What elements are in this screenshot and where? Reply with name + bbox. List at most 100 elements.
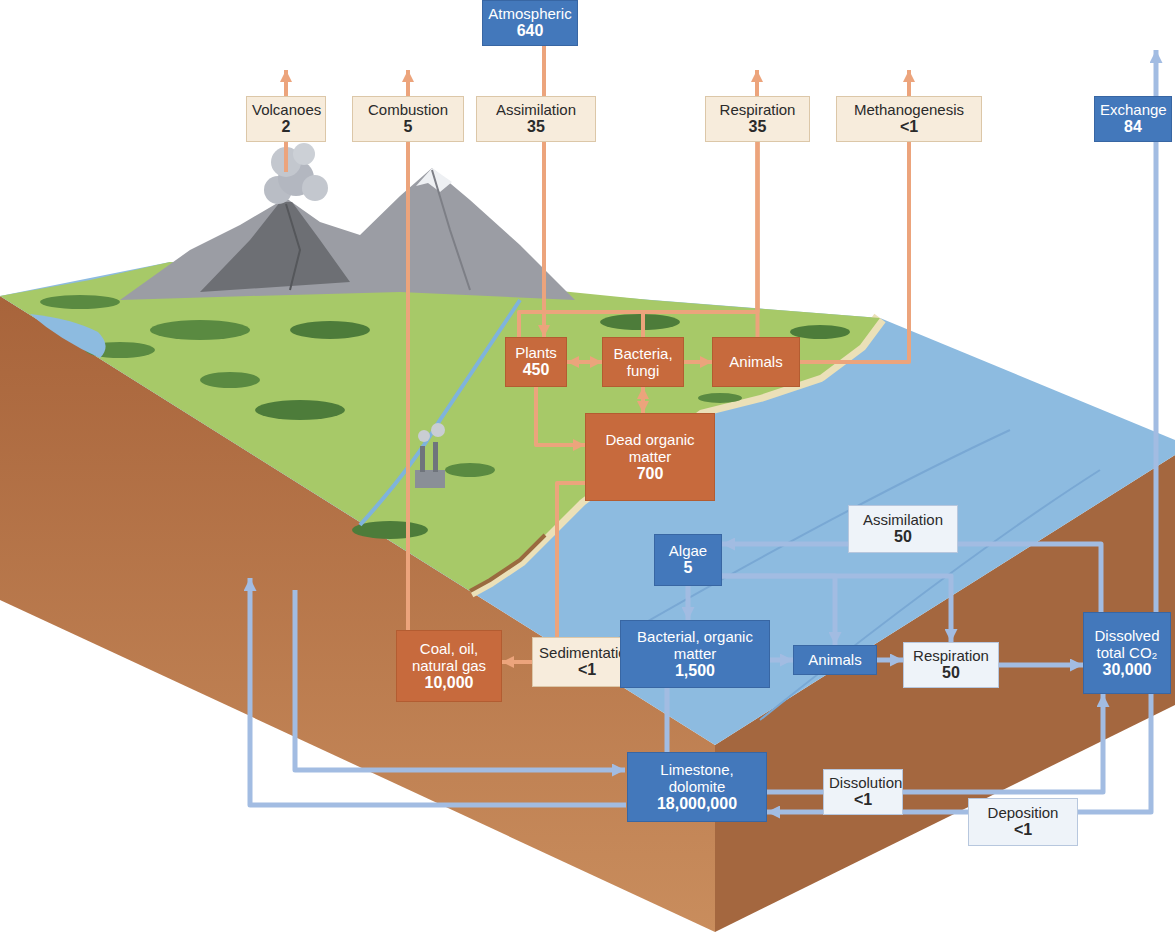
pool-box: Animals bbox=[793, 645, 877, 675]
forest bbox=[200, 372, 260, 388]
flux-box: Respiration50 bbox=[903, 642, 999, 688]
flux-connector bbox=[999, 663, 1083, 668]
pool-box: Atmospheric640 bbox=[482, 0, 578, 46]
smokestack bbox=[420, 446, 425, 472]
pool-box: Bacteria, fungi bbox=[602, 337, 684, 387]
lake bbox=[30, 314, 106, 358]
carbon-amount: 700 bbox=[591, 465, 709, 483]
river bbox=[360, 300, 520, 525]
carbon-amount: <1 bbox=[842, 118, 976, 136]
ocean-surface bbox=[0, 262, 1175, 745]
pool-name: Animals bbox=[718, 353, 794, 370]
flux-arrow-stub bbox=[907, 70, 911, 96]
carbon-amount: <1 bbox=[829, 791, 897, 809]
carbon-amount: <1 bbox=[974, 821, 1072, 839]
pool-box: Coal, oil, natural gas10,000 bbox=[396, 630, 502, 702]
pool-name: Respiration bbox=[909, 647, 993, 664]
carbon-amount: 640 bbox=[488, 22, 572, 40]
ridge bbox=[286, 204, 300, 290]
flux-connector bbox=[767, 789, 823, 794]
pool-name: Assimilation bbox=[482, 101, 590, 118]
flux-box: Assimilation50 bbox=[848, 505, 958, 553]
smokestack bbox=[433, 442, 438, 472]
pool-name: Bacterial, organic matter bbox=[626, 628, 764, 663]
flux-box: Respiration35 bbox=[705, 96, 810, 142]
flux-connector bbox=[502, 660, 532, 664]
mountains bbox=[120, 168, 575, 300]
flux-arrow-stub bbox=[406, 70, 410, 96]
flux-connector bbox=[686, 586, 691, 620]
carbon-amount: 30,000 bbox=[1089, 661, 1165, 679]
pool-name: Plants bbox=[511, 344, 561, 361]
pool-name: Respiration bbox=[711, 101, 804, 118]
carbon-amount: 50 bbox=[854, 528, 952, 546]
pool-box: Animals bbox=[712, 337, 800, 387]
pool-name: Coal, oil, natural gas bbox=[402, 640, 496, 675]
pool-name: Assimilation bbox=[854, 511, 952, 528]
carbon-amount: 84 bbox=[1100, 118, 1166, 136]
pool-name: Combustion bbox=[358, 101, 458, 118]
flux-connector bbox=[770, 658, 793, 663]
flux-connector bbox=[519, 142, 758, 337]
flux-connector bbox=[643, 142, 758, 337]
volcano-outflow-line bbox=[284, 141, 288, 172]
flux-connector bbox=[722, 542, 848, 547]
pool-box: Bacterial, organic matter1,500 bbox=[620, 620, 770, 688]
forest bbox=[40, 295, 120, 309]
carbon-amount: 35 bbox=[482, 118, 590, 136]
pool-name: Atmospheric bbox=[488, 5, 572, 22]
flux-box: Dissolution<1 bbox=[823, 769, 903, 815]
pool-box: Plants450 bbox=[505, 337, 567, 387]
cliff bbox=[470, 535, 545, 591]
flux-connector bbox=[903, 694, 1103, 792]
factory bbox=[415, 470, 445, 488]
forest bbox=[150, 320, 250, 340]
pool-name: Limestone, dolomite bbox=[633, 761, 761, 796]
flux-connector bbox=[684, 360, 712, 364]
forest bbox=[255, 400, 345, 420]
flux-connector bbox=[877, 658, 903, 663]
flux-box: Assimilation35 bbox=[476, 96, 596, 142]
flux-box: Combustion5 bbox=[352, 96, 464, 142]
pool-box: Limestone, dolomite18,000,000 bbox=[627, 752, 767, 822]
volcano bbox=[200, 202, 350, 292]
carbon-amount: 10,000 bbox=[402, 674, 496, 692]
forest bbox=[445, 463, 495, 477]
flux-connector bbox=[665, 688, 670, 752]
flux-arrow-stub bbox=[1154, 50, 1159, 96]
carbon-amount: 1,500 bbox=[626, 662, 764, 680]
flux-arrow-stub bbox=[755, 70, 759, 96]
pool-name: Deposition bbox=[974, 804, 1072, 821]
carbon-amount: 50 bbox=[909, 664, 993, 682]
pool-name: Dissolution bbox=[829, 774, 897, 791]
flux-connector bbox=[641, 387, 645, 413]
carbon-amount: 5 bbox=[358, 118, 458, 136]
pool-name: Dissolved total CO₂ bbox=[1089, 627, 1165, 662]
forest bbox=[600, 314, 680, 330]
flux-connector bbox=[567, 360, 602, 364]
shelf-line bbox=[760, 470, 1100, 720]
flux-connector bbox=[800, 142, 909, 362]
smoke bbox=[431, 423, 445, 437]
flux-connector bbox=[756, 142, 760, 337]
carbon-amount: 450 bbox=[511, 361, 561, 379]
pool-name: Bacteria, fungi bbox=[608, 345, 678, 380]
carbon-amount: 35 bbox=[711, 118, 804, 136]
flux-connector bbox=[536, 387, 585, 445]
flux-arrow-stub bbox=[284, 70, 288, 96]
pool-name: Volcanoes bbox=[252, 101, 320, 118]
pool-name: Animals bbox=[799, 651, 871, 668]
uplift-arrow bbox=[250, 578, 626, 805]
flux-connector bbox=[542, 46, 546, 96]
pool-box: Algae5 bbox=[654, 534, 722, 586]
ridge bbox=[432, 170, 470, 290]
carbon-amount: 2 bbox=[252, 118, 320, 136]
flux-connector bbox=[557, 483, 585, 637]
smoke bbox=[418, 430, 430, 442]
carbon-amount: 5 bbox=[660, 559, 716, 577]
flux-box: Volcanoes2 bbox=[246, 96, 326, 142]
pool-name: Algae bbox=[660, 542, 716, 559]
pool-name: Exchange bbox=[1100, 101, 1166, 118]
pool-name: Methanogenesis bbox=[842, 101, 976, 118]
flux-box: Deposition<1 bbox=[968, 798, 1078, 846]
